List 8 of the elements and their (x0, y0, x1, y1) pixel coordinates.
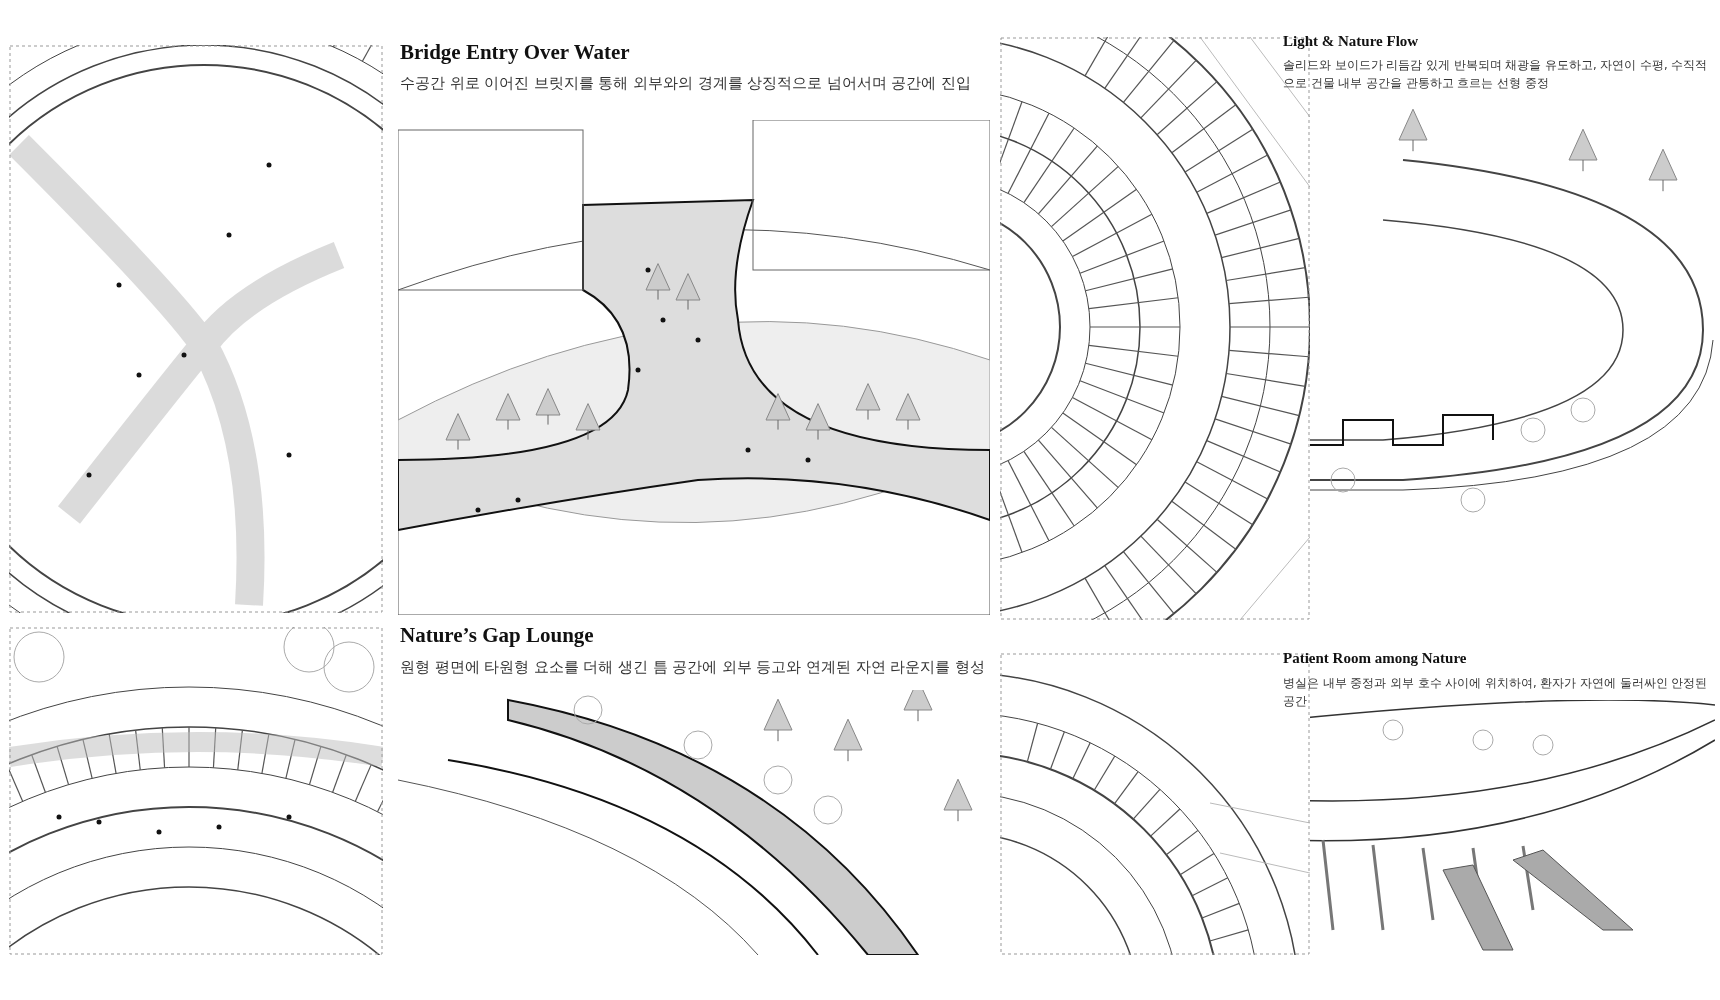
panel-description: 솔리드와 보이드가 리듬감 있게 반복되며 채광을 유도하고, 자연이 수평, 수직적으로 건물 내부 공간을 관통하고 흐르는 선형 중정 (1283, 57, 1709, 93)
panel-title: Bridge Entry Over Water (400, 40, 630, 65)
panel-description: 수공간 위로 이어진 브릿지를 통해 외부와의 경계를 상징적으로 넘어서며 공간에 진입 (400, 74, 972, 93)
panel-title: Nature’s Gap Lounge (400, 623, 594, 648)
panel-description: 병실은 내부 중정과 외부 호수 사이에 위치하여, 환자가 자연에 둘러싸인 안정된 공간 (1283, 675, 1709, 711)
panel-description: 원형 평면에 타원형 요소를 더해 생긴 틈 공간에 외부 등고와 연계된 자연 라운지를 형성 (400, 658, 985, 677)
panel-title: Light & Nature Flow (1283, 33, 1419, 50)
panel-title: Patient Room among Nature (1283, 650, 1467, 667)
